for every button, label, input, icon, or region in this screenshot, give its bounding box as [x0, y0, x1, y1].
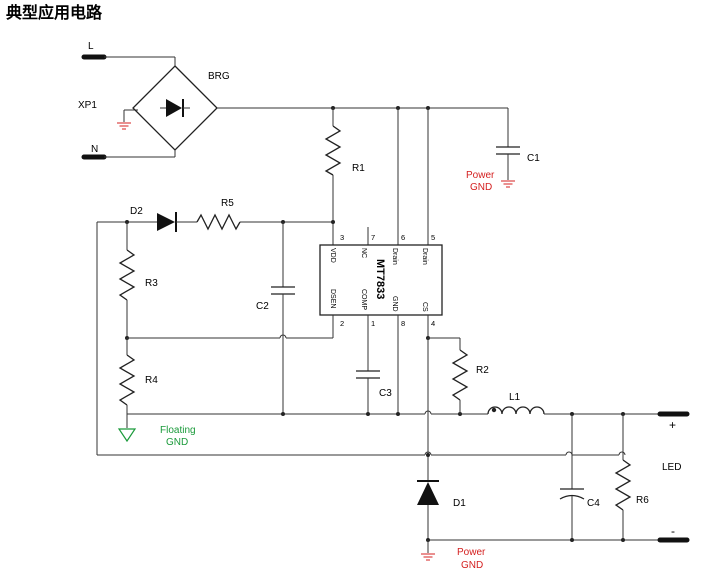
- label-led: LED: [662, 462, 681, 473]
- power-gnd-2-label-1: Power: [457, 547, 486, 558]
- label-r5: R5: [221, 198, 234, 209]
- label-r6: R6: [636, 495, 649, 506]
- pin-name-drain-6: Drain: [391, 248, 398, 265]
- pin-name-vdd: VDD: [329, 248, 336, 263]
- ac-input: L N XP1: [78, 41, 176, 160]
- power-gnd-label-2: GND: [470, 182, 492, 193]
- label-c3: C3: [379, 388, 392, 399]
- resistor-r5: [196, 213, 241, 231]
- bridge-rectifier-brg: BRG: [132, 65, 230, 151]
- power-gnd-2-label-2: GND: [461, 560, 483, 571]
- d2-feedback-wire: [96, 222, 626, 456]
- label-r4: R4: [145, 375, 158, 386]
- label-l1: L1: [509, 392, 521, 403]
- resistor-r6: R6: [614, 414, 649, 540]
- schematic-heading: 典型应用电路: [6, 3, 103, 22]
- pin-name-nc: NC: [360, 248, 367, 258]
- ic-part-number: MT7833: [374, 259, 386, 299]
- resistor-r3: R3: [118, 222, 158, 340]
- pin-name-comp: COMP: [360, 289, 367, 310]
- power-gnd-icon: [501, 180, 515, 188]
- pin-number-7: 7: [371, 233, 375, 242]
- label-r1: R1: [352, 163, 365, 174]
- diode-d2: [157, 213, 175, 231]
- pin-name-dsen: DSEN: [329, 289, 336, 308]
- inductor-l1: L1: [487, 392, 545, 415]
- label-plus: +: [669, 418, 676, 432]
- floating-gnd-label-2: GND: [166, 437, 188, 448]
- label-minus: -: [671, 524, 675, 538]
- pin-name-gnd: GND: [391, 296, 398, 312]
- resistor-r2: R2: [426, 315, 489, 414]
- pin-name-cs: CS: [421, 302, 428, 312]
- pin-number-2: 2: [340, 319, 344, 328]
- capacitor-c2: C2: [256, 222, 295, 414]
- pin-number-4: 4: [431, 319, 435, 328]
- label-r2: R2: [476, 365, 489, 376]
- label-c1: C1: [527, 153, 540, 164]
- xp1-ground-icon: [117, 122, 131, 130]
- floating-gnd-rail: Floating GND: [117, 410, 488, 448]
- floating-gnd-label-1: Floating: [160, 425, 196, 436]
- d2-r5-branch: D2 R5: [97, 198, 335, 232]
- pin-number-5: 5: [431, 233, 435, 242]
- resistor-r1: R1: [324, 108, 365, 245]
- capacitor-c3: C3: [356, 315, 392, 414]
- pin-number-1: 1: [371, 319, 375, 328]
- ic-mt7833: MT7833 3 7 6 5 2 1 8 4 VDD NC Drain Drai…: [319, 233, 443, 328]
- label-xp1: XP1: [78, 100, 97, 111]
- label-d2: D2: [130, 206, 143, 217]
- capacitor-c4: C4: [559, 414, 600, 540]
- label-brg: BRG: [208, 71, 230, 82]
- top-rail: C1 Power GND: [217, 106, 540, 193]
- power-gnd-label-1: Power: [466, 170, 495, 181]
- pin-name-drain-5: Drain: [421, 248, 428, 265]
- ic-body: [319, 244, 443, 316]
- pin-number-6: 6: [401, 233, 405, 242]
- resistor-r4: R4: [118, 338, 158, 414]
- label-c4: C4: [587, 498, 600, 509]
- label-d1: D1: [453, 498, 466, 509]
- pin-number-8: 8: [401, 319, 405, 328]
- label-n: N: [91, 144, 98, 155]
- label-r3: R3: [145, 278, 158, 289]
- diode-d1: D1: [417, 480, 466, 540]
- pin-number-3: 3: [340, 233, 344, 242]
- label-l: L: [88, 41, 94, 52]
- power-gnd-2-icon: [421, 553, 435, 561]
- label-c2: C2: [256, 301, 269, 312]
- floating-gnd-icon: [117, 428, 137, 443]
